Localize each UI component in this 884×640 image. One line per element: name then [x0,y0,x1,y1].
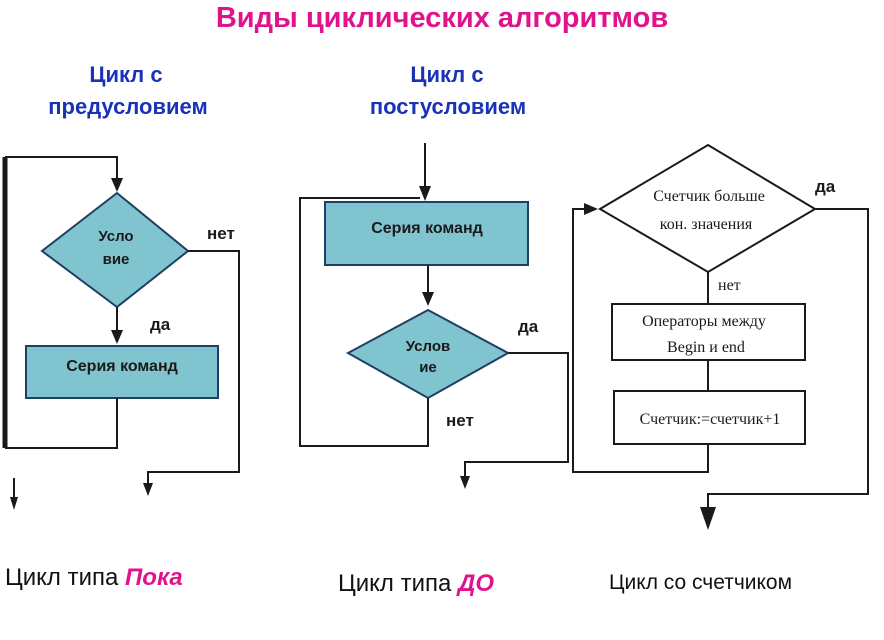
pre-exit-arrowhead [10,497,18,510]
post-condition-line1: Услов [406,338,450,355]
counter-caption: Цикл со счетчиком [609,571,792,594]
postcondition-diagram: Цикл с постусловием Серия команд Услов и… [299,62,569,597]
pre-caption: Цикл типа Пока [5,564,183,591]
pre-heading-line1: Цикл с [89,62,162,87]
counter-loop-back-line [572,208,709,473]
post-yes-exit-line [464,352,569,477]
page-title: Виды циклических алгоритмов [216,2,668,34]
pre-caption-prefix: Цикл типа [5,564,125,591]
counter-condition-line1: Счетчик больше [653,188,765,205]
post-yes-label: да [518,317,539,336]
pre-body-box [25,345,219,399]
counter-yes-label: да [815,177,836,196]
post-condition-line2: ие [419,359,437,376]
post-body-to-condition-arrowhead [422,292,434,306]
counter-increment-label: Счетчик:=счетчик+1 [640,411,781,428]
pre-body-return-line [5,398,118,449]
counter-body-line1: Операторы между [642,313,766,330]
post-heading-line1: Цикл с [410,62,483,87]
counter-body-line2: Begin и end [667,339,745,356]
pre-no-arrowhead [143,483,153,496]
post-body-label: Серия команд [371,220,483,237]
post-caption-prefix: Цикл типа [338,570,458,597]
post-heading-line2: постусловием [370,94,526,119]
counter-yes-exit-line [707,208,869,510]
counter-loop-back-arrowhead [584,203,598,215]
post-no-loop-line [299,197,429,447]
post-caption-accent: ДО [456,570,494,597]
post-no-label: нет [446,411,474,430]
pre-yes-arrowhead [111,330,123,344]
post-caption: Цикл типа ДО [338,570,494,597]
post-yes-exit-arrowhead [460,476,470,489]
counter-diagram: Счетчик больше кон. значения нет Операто… [572,143,869,594]
post-entry-arrowhead [419,186,431,201]
pre-condition-line1: Усло [98,228,133,245]
pre-heading-line2: предусловием [48,94,208,119]
counter-yes-exit-arrowhead [700,507,716,530]
pre-yes-label: да [150,315,171,334]
pre-no-line [147,250,240,485]
precondition-diagram: Цикл с предусловием Усло вие да Серия ко… [2,62,240,591]
pre-condition-line2: вие [103,251,130,268]
counter-no-label: нет [718,277,741,294]
counter-condition-diamond [598,143,817,274]
counter-increment-box [613,390,806,445]
pre-entry-arrowhead [111,178,123,192]
pre-body-label: Серия команд [66,358,178,375]
pre-no-label: нет [207,224,235,243]
pre-condition-diamond [40,191,190,309]
post-body-box [324,201,529,266]
pre-loop-back-top [5,156,118,178]
pre-caption-accent: Пока [125,564,183,591]
counter-condition-line2: кон. значения [660,216,753,233]
